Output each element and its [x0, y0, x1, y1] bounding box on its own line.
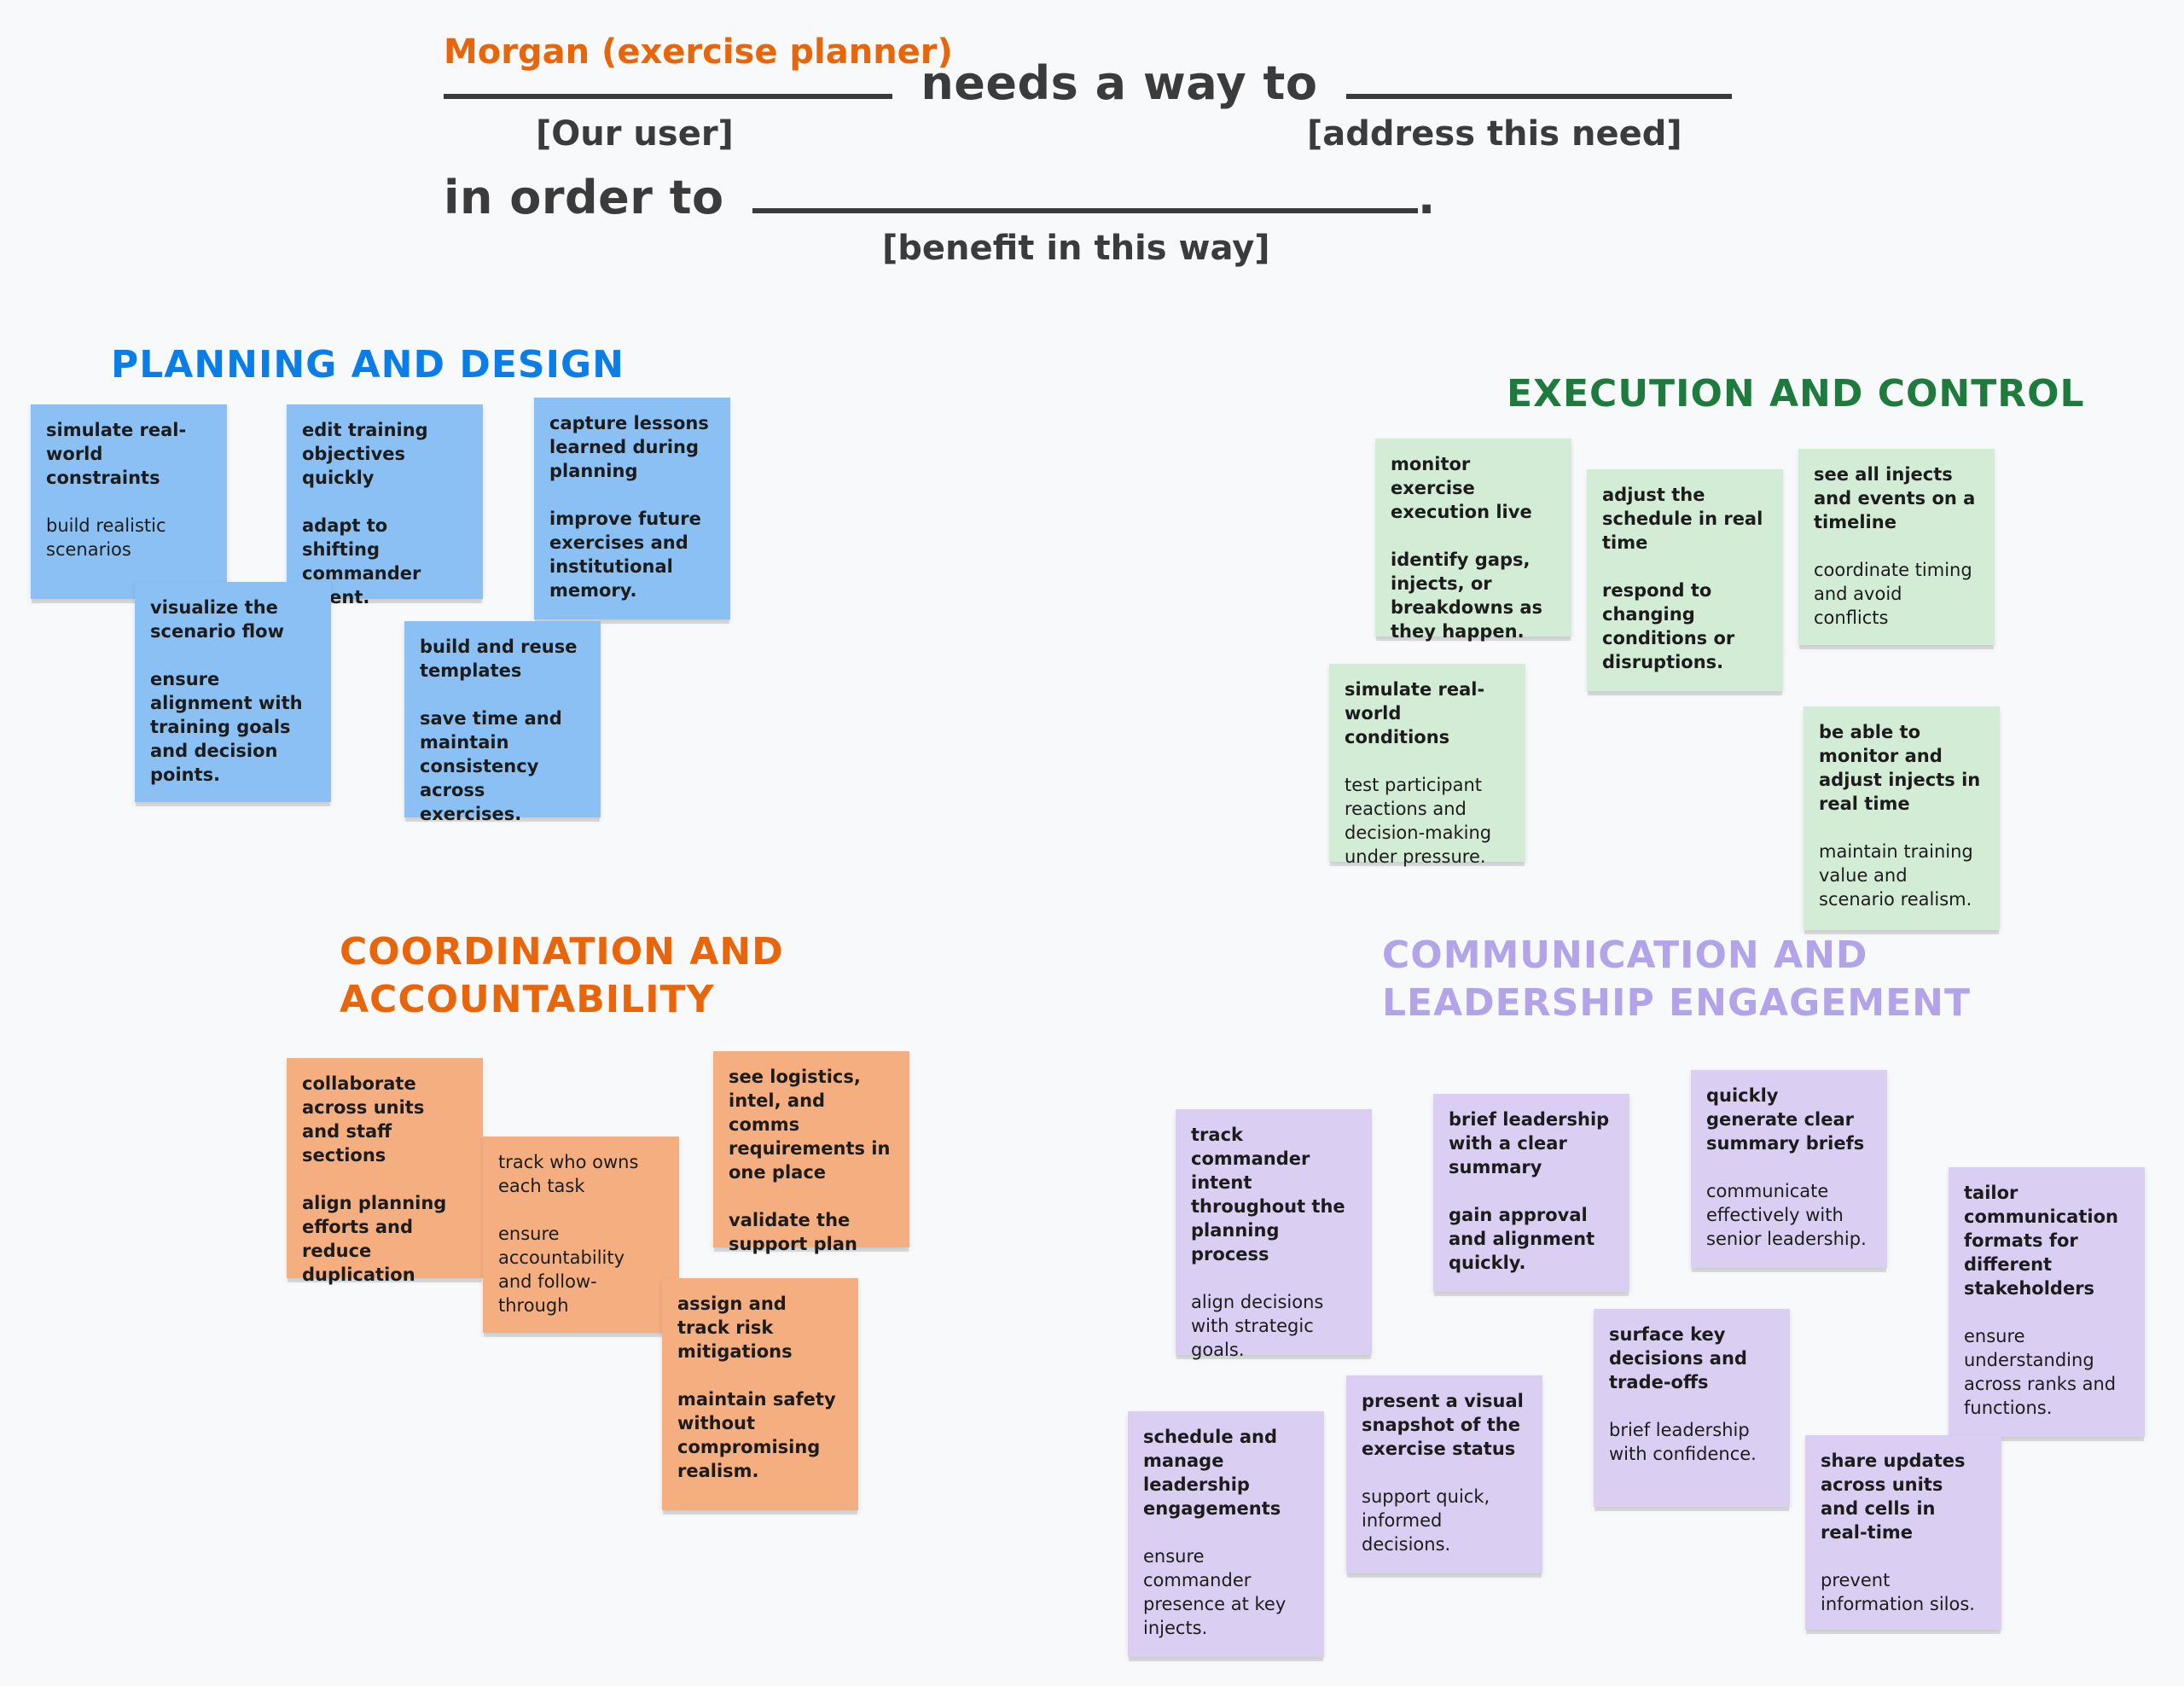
note-body: brief leadership with confidence. [1609, 1420, 1757, 1464]
sticky-note[interactable]: surface key decisions and trade-offs bri… [1594, 1309, 1790, 1507]
section-title-coordination: COORDINATION AND ACCOUNTABILITY [340, 928, 784, 1024]
note-title: track commander intent throughout the pl… [1191, 1125, 1345, 1264]
note-title: track who owns each task [498, 1152, 639, 1196]
section-title-execution: EXECUTION AND CONTROL [1507, 372, 2085, 416]
sticky-note[interactable]: track who owns each task ensure accounta… [483, 1137, 679, 1333]
sticky-note[interactable]: build and reuse templates save time and … [404, 621, 601, 824]
note-title: assign and track risk mitigations [677, 1294, 793, 1362]
note-title: share updates across units and cells in … [1821, 1451, 1966, 1543]
note-body: support quick, informed decisions. [1362, 1486, 1490, 1555]
sticky-note[interactable]: simulate real-world constraints build re… [31, 404, 227, 599]
need-statement-line-2: in order to . [444, 171, 1436, 224]
note-body: respond to changing conditions or disrup… [1602, 580, 1735, 672]
note-body: communicate effectively with senior lead… [1706, 1181, 1867, 1249]
note-title: quickly generate clear summary briefs [1706, 1085, 1865, 1154]
user-blank[interactable] [444, 87, 892, 99]
note-body: ensure commander presence at key injects… [1143, 1546, 1287, 1638]
sticky-note[interactable]: schedule and manage leadership engagemen… [1128, 1411, 1324, 1657]
needs-text: needs a way to [921, 56, 1318, 110]
note-body: align decisions with strategic goals. [1191, 1292, 1324, 1360]
note-title: be able to monitor and adjust injects in… [1819, 722, 1981, 814]
note-title: build and reuse templates [420, 637, 578, 681]
note-body: coordinate timing and avoid conflicts [1814, 560, 1972, 628]
section-title-line: COORDINATION AND [340, 930, 784, 974]
sticky-note[interactable]: edit training objectives quickly adapt t… [287, 404, 483, 608]
sticky-note[interactable]: collaborate across units and staff secti… [287, 1058, 483, 1285]
note-body: ensure understanding across ranks and fu… [1964, 1326, 2117, 1418]
note-title: capture lessons learned during planning [549, 413, 709, 481]
sticky-note[interactable]: quickly generate clear summary briefs co… [1691, 1070, 1887, 1268]
note-body: align planning efforts and reduce duplic… [302, 1193, 447, 1285]
section-title-communication: COMMUNICATION AND LEADERSHIP ENGAGEMENT [1382, 932, 1971, 1027]
period: . [1417, 171, 1436, 224]
note-title: adjust the schedule in real time [1602, 485, 1763, 553]
in-order-to-text: in order to [444, 171, 724, 224]
section-title-line: LEADERSHIP ENGAGEMENT [1382, 981, 1971, 1025]
sticky-note[interactable]: capture lessons learned during planning … [534, 398, 730, 619]
note-title: edit training objectives quickly [302, 420, 428, 488]
note-body: save time and maintain consistency acros… [420, 708, 562, 824]
note-body: ensure accountability and follow-through [498, 1224, 625, 1316]
note-title: schedule and manage leadership engagemen… [1143, 1427, 1281, 1519]
hint-benefit: [benefit in this way] [882, 229, 1270, 268]
note-title: see all injects and events on a timeline [1814, 464, 1976, 532]
sticky-note[interactable]: assign and track risk mitigations mainta… [662, 1278, 858, 1510]
note-body: maintain safety without compromising rea… [677, 1389, 836, 1481]
note-title: tailor communication formats for differe… [1964, 1183, 2118, 1299]
note-body: gain approval and alignment quickly. [1449, 1205, 1595, 1273]
section-title-line: ACCOUNTABILITY [340, 978, 715, 1021]
sticky-note[interactable]: track commander intent throughout the pl… [1176, 1109, 1372, 1360]
note-title: simulate real-world constraints [46, 420, 187, 488]
sticky-note[interactable]: monitor exercise execution live identify… [1375, 439, 1571, 642]
sticky-note[interactable]: tailor communication formats for differe… [1949, 1167, 2145, 1437]
sticky-note[interactable]: present a visual snapshot of the exercis… [1346, 1375, 1542, 1573]
sticky-note[interactable]: simulate real-world conditions test part… [1329, 664, 1525, 867]
note-body: identify gaps, injects, or breakdowns as… [1391, 549, 1543, 642]
note-body: validate the support plan [729, 1210, 857, 1254]
hint-user: [Our user] [536, 114, 734, 154]
need-statement-line-1: needs a way to [444, 56, 1732, 110]
note-title: present a visual snapshot of the exercis… [1362, 1391, 1524, 1459]
benefit-blank[interactable] [752, 201, 1418, 213]
note-body: ensure alignment with training goals and… [150, 669, 303, 785]
user-name: Morgan (exercise planner) [444, 32, 953, 72]
note-title: brief leadership with a clear summary [1449, 1109, 1610, 1177]
note-title: simulate real-world conditions [1345, 679, 1485, 747]
sticky-note[interactable]: visualize the scenario flow ensure align… [135, 582, 331, 802]
note-title: monitor exercise execution live [1391, 454, 1532, 522]
section-title-line: COMMUNICATION AND [1382, 933, 1868, 977]
note-body: prevent information silos. [1821, 1570, 1975, 1614]
sticky-note[interactable]: be able to monitor and adjust injects in… [1804, 706, 2000, 930]
section-title-planning: PLANNING AND DESIGN [111, 343, 624, 387]
sticky-note[interactable]: share updates across units and cells in … [1805, 1435, 2001, 1630]
sticky-note[interactable]: brief leadership with a clear summary ga… [1433, 1094, 1629, 1292]
need-blank[interactable] [1345, 87, 1732, 99]
note-title: collaborate across units and staff secti… [302, 1073, 425, 1166]
note-title: see logistics, intel, and comms requirem… [729, 1067, 891, 1183]
sticky-note[interactable]: see all injects and events on a timeline… [1798, 449, 1995, 645]
note-title: surface key decisions and trade-offs [1609, 1324, 1747, 1392]
note-body: build realistic scenarios [46, 515, 166, 560]
note-body: improve future exercises and institution… [549, 509, 701, 601]
hint-need: [address this need] [1307, 114, 1682, 154]
note-body: test participant reactions and decision-… [1345, 775, 1492, 867]
sticky-note[interactable]: adjust the schedule in real time respond… [1587, 469, 1783, 691]
sticky-note[interactable]: see logistics, intel, and comms requirem… [713, 1051, 909, 1254]
note-body: maintain training value and scenario rea… [1819, 841, 1973, 910]
note-title: visualize the scenario flow [150, 597, 284, 642]
